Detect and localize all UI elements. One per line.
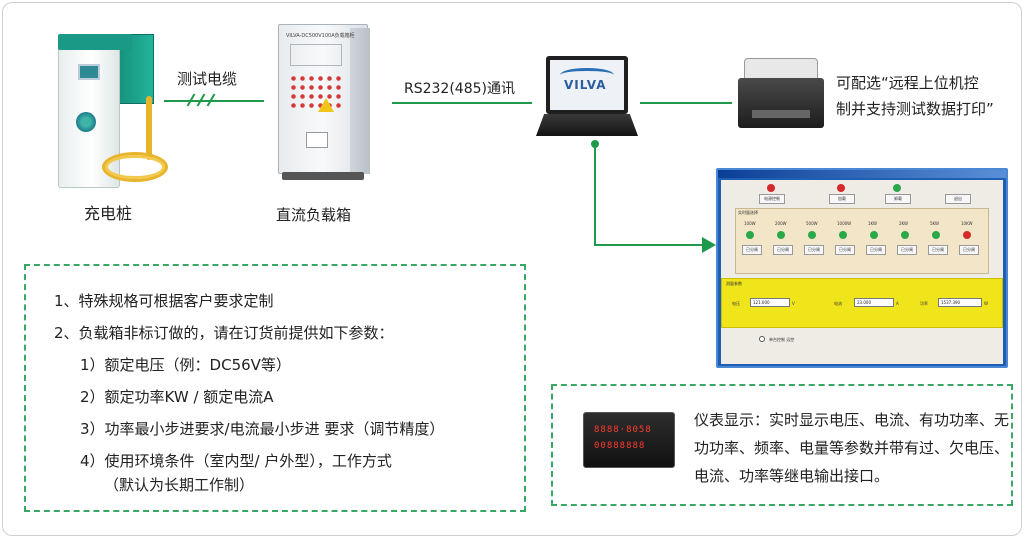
loadbox-plate: VILVA-DC500V100A负载箱柜 xyxy=(286,33,355,39)
load-step-led xyxy=(963,231,971,239)
unload-button[interactable]: 卸载 xyxy=(885,194,911,204)
unload-led xyxy=(893,184,901,192)
load-step-button[interactable]: 已分闸 xyxy=(773,245,793,255)
vilva-logo: VILVA xyxy=(564,78,607,92)
power-led xyxy=(767,184,775,192)
load-led xyxy=(837,184,845,192)
power-control-button[interactable]: 电源控制 xyxy=(759,194,785,204)
cable-coil-icon xyxy=(102,152,168,182)
notes-box xyxy=(24,264,526,512)
warning-icon xyxy=(318,98,334,112)
meter-readout-bottom: 00888888 xyxy=(594,441,646,451)
software-window: 电源控制 加载 卸载 退出 实时量选择 100W 已分闸 200W 已分闸 500W 已分… xyxy=(716,168,1008,368)
arrow-right-icon xyxy=(702,237,716,253)
panel-meter-image: 8888·8058 00888888 xyxy=(583,412,675,468)
cable-label: 测试电缆 xyxy=(177,70,238,88)
power-field: 1537.390 xyxy=(938,298,982,307)
voltage-label: 电压 xyxy=(732,301,740,306)
comm-line xyxy=(392,102,532,104)
printer-text-1: 可配选“远程上位机控 xyxy=(836,74,979,92)
load-step-led xyxy=(901,231,909,239)
loadbox-label: 直流负载箱 xyxy=(276,206,352,224)
measurement-panel: 测量参数 电压 121.000 V 电流 23.000 A 功率 1537.39… xyxy=(721,278,1003,328)
voltage-unit: V xyxy=(792,301,795,306)
note-2-1: 1）额定电压（例：DC56V等） xyxy=(80,356,291,374)
exit-button[interactable]: 退出 xyxy=(945,194,971,204)
power-label: 功率 xyxy=(920,301,928,306)
meter-description: 仪表显示：实时显示电压、电流、有功功率、无功功率、频率、电量等参数并带有过、欠电… xyxy=(694,411,1010,485)
voltage-field: 121.000 xyxy=(750,298,790,307)
load-step-button[interactable]: 已分闸 xyxy=(804,245,824,255)
load-step-led xyxy=(932,231,940,239)
printer-text-2: 制并支持测试数据打印” xyxy=(836,100,994,118)
load-step-led xyxy=(839,231,847,239)
load-step-panel-title: 实时量选择 xyxy=(738,210,758,215)
load-step-button[interactable]: 已分闸 xyxy=(866,245,886,255)
load-step-button[interactable]: 已分闸 xyxy=(959,245,979,255)
meter-box xyxy=(551,384,1013,506)
power-unit: W xyxy=(984,301,988,306)
cable-line xyxy=(164,100,264,102)
load-step-button[interactable]: 已分闸 xyxy=(928,245,948,255)
note-2-2: 2）额定功率KW / 额定电流A xyxy=(80,388,274,406)
switch-grid-icon xyxy=(289,74,345,110)
load-step-label: 10KW xyxy=(961,221,973,226)
note-1: 1、特殊规格可根据客户要求定制 xyxy=(54,292,274,310)
load-step-label: 200W xyxy=(775,221,787,226)
load-step-label: 2KW xyxy=(899,221,908,226)
note-2-3: 3）功率最小步进要求/电流最小步进 要求（调节精度） xyxy=(80,420,445,438)
load-step-panel: 实时量选择 100W 已分闸 200W 已分闸 500W 已分闸 1000W 已分闸 1KW 已分… xyxy=(735,208,989,274)
charger-label: 充电桩 xyxy=(84,204,133,223)
mode-option-label: 单台控制 远控 xyxy=(769,337,795,342)
note-2-4: 4）使用环境条件（室内型/ 户外型），工作方式 xyxy=(80,452,392,470)
load-step-led xyxy=(746,231,754,239)
load-step-button[interactable]: 已分闸 xyxy=(742,245,762,255)
software-titlebar xyxy=(718,170,1006,178)
load-step-label: 1KW xyxy=(868,221,877,226)
load-step-led xyxy=(808,231,816,239)
load-step-label: 1000W xyxy=(837,221,852,226)
note-2-4-cont: （默认为长期工作制） xyxy=(104,476,255,494)
charger-logo-icon xyxy=(76,112,96,132)
load-step-led xyxy=(777,231,785,239)
current-unit: A xyxy=(896,301,899,306)
measurement-panel-title: 测量参数 xyxy=(726,281,742,286)
load-step-button[interactable]: 已分闸 xyxy=(835,245,855,255)
load-step-label: 5KW xyxy=(930,221,939,226)
current-field: 23.000 xyxy=(854,298,894,307)
load-step-label: 500W xyxy=(806,221,818,226)
load-button[interactable]: 加载 xyxy=(829,194,855,204)
load-step-led xyxy=(870,231,878,239)
printer-line xyxy=(640,102,732,104)
load-step-label: 100W xyxy=(744,221,756,226)
note-2: 2、负载箱非标订做的，请在订货前提供如下参数： xyxy=(54,324,394,342)
current-label: 电流 xyxy=(834,301,842,306)
comm-label: RS232(485)通讯 xyxy=(404,81,515,97)
meter-readout-top: 8888·8058 xyxy=(594,425,652,435)
load-step-button[interactable]: 已分闸 xyxy=(897,245,917,255)
mode-radio[interactable] xyxy=(759,336,765,342)
